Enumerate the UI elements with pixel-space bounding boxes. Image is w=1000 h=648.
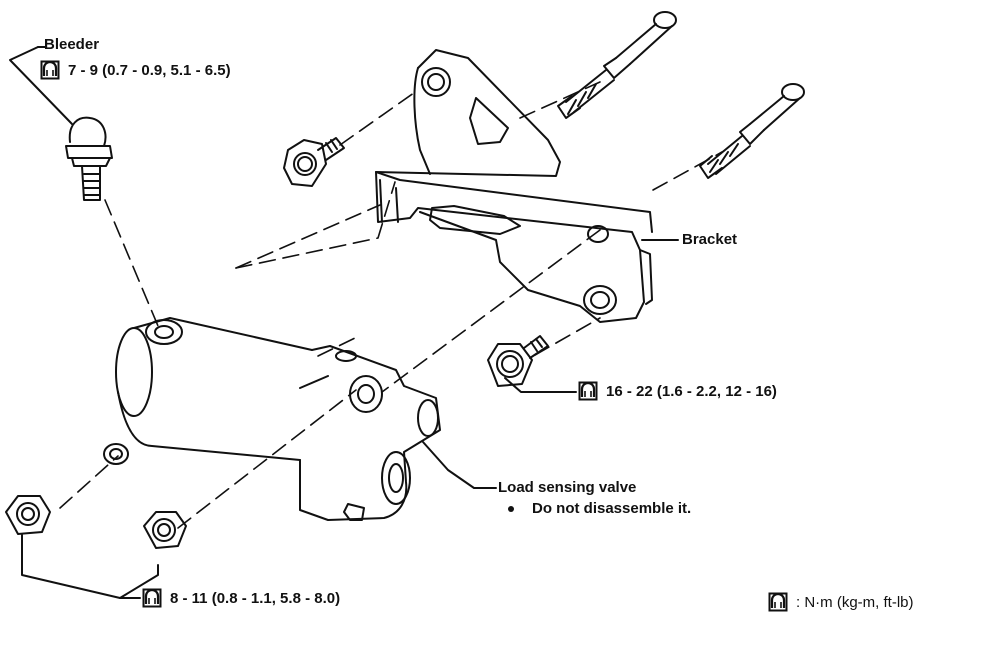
valve-note-text: Do not disassemble it. — [532, 500, 692, 517]
torque-wrench-icon — [768, 592, 788, 612]
upper-flange-bolt — [283, 137, 345, 187]
assembly-centerlines — [59, 81, 723, 529]
lower-flange-bolt — [487, 335, 549, 387]
nut-torque-value: 8 - 11 (0.8 - 1.1, 5.8 - 8.0) — [170, 589, 341, 607]
nut-torque-spec: 8 - 11 (0.8 - 1.1, 5.8 - 8.0) — [142, 588, 340, 608]
bullet-dot — [508, 506, 514, 513]
bracket-label: Bracket — [682, 231, 738, 248]
long-bolt-2 — [699, 83, 805, 179]
bleeder-screw — [65, 116, 113, 201]
leader-lines — [9, 46, 679, 599]
valve-label: Load sensing valve — [498, 479, 637, 496]
bracket-bolt-torque-value: 16 - 22 (1.6 - 2.2, 12 - 16) — [606, 382, 777, 400]
valve-note: Do not disassemble it. — [508, 500, 691, 518]
long-bolt-1 — [557, 11, 677, 119]
units-legend-text: : N·m (kg-m, ft-lb) — [796, 593, 914, 611]
torque-wrench-icon — [40, 60, 60, 80]
torque-wrench-icon — [142, 588, 162, 608]
bleeder-torque-spec: 7 - 9 (0.7 - 0.9, 5.1 - 6.5) — [40, 60, 231, 80]
bracket-bolt-torque-spec: 16 - 22 (1.6 - 2.2, 12 - 16) — [578, 381, 777, 401]
torque-wrench-icon — [578, 381, 598, 401]
bracket-body — [375, 49, 653, 323]
bleeder-torque-value: 7 - 9 (0.7 - 0.9, 5.1 - 6.5) — [68, 61, 231, 79]
bleeder-label: Bleeder — [44, 36, 100, 53]
nut-1 — [5, 495, 51, 535]
units-legend: : N·m (kg-m, ft-lb) — [768, 592, 914, 612]
valve-body — [103, 317, 441, 521]
nut-2 — [143, 511, 187, 549]
